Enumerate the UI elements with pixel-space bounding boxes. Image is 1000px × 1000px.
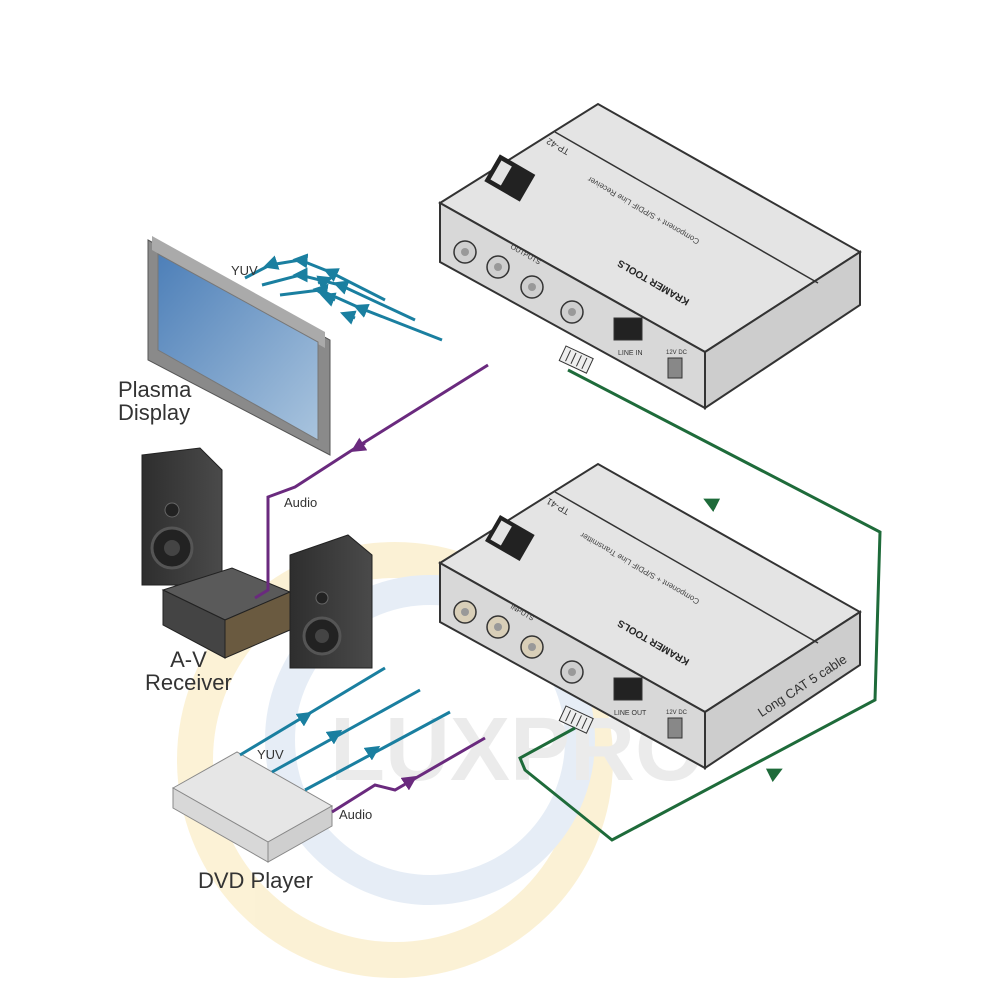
yuv-label-bottom: YUV [257, 747, 284, 762]
dvd-player [171, 751, 334, 863]
dc-power-port [667, 357, 683, 379]
yuv-label-top: YUV [231, 263, 258, 278]
dvd-player-label: DVD Player [198, 868, 313, 893]
plasma-display-label: Plasma Display [118, 378, 191, 424]
speaker-left [141, 447, 223, 586]
av-label-line2: Receiver [145, 670, 232, 696]
plasma-display [147, 236, 331, 456]
kramer-logo-icon [484, 154, 536, 202]
rj45-plug-top [558, 345, 594, 374]
audio-cable-bottom [331, 736, 486, 814]
speaker-right [289, 534, 373, 669]
output-connectors: OUTPUTS [453, 240, 584, 324]
transmitter-12v-label: 12V DC [666, 710, 688, 716]
av-label-line1: A-V [170, 647, 207, 672]
transmitter-unit: TP-41 Component + S/PDIF Line Transmitte… [438, 462, 862, 770]
line-in-label: LINE IN [618, 350, 643, 357]
yuv-cables-top [244, 253, 443, 342]
audio-cable-top [254, 363, 489, 600]
yuv-cables-bottom [239, 666, 451, 792]
dc-power-port [667, 717, 683, 739]
watermark: LUXPRO [177, 542, 705, 978]
audio-label-bottom: Audio [339, 807, 373, 822]
rj45-line-out-port [613, 677, 643, 701]
plasma-label-line2: Display [118, 400, 191, 426]
plasma-label-line1: Plasma [118, 377, 192, 402]
receiver-12v-label: 12V DC [666, 350, 688, 356]
rj45-plug-bottom [558, 705, 594, 734]
rj45-line-in-port [613, 317, 643, 341]
yuv-cable-y [239, 666, 386, 757]
yuv-cable-u [271, 688, 421, 774]
av-receiver [161, 567, 292, 659]
cat5-cable [518, 368, 882, 842]
receiver-unit: TP-42 Component + S/PDIF Line Receiver K… [438, 102, 862, 410]
av-receiver-label: A-V Receiver [145, 648, 232, 694]
audio-label-top: Audio [284, 495, 318, 510]
kramer-logo-icon [485, 515, 535, 561]
yuv-cable-v [279, 283, 443, 342]
line-out-label: LINE OUT [614, 710, 647, 717]
